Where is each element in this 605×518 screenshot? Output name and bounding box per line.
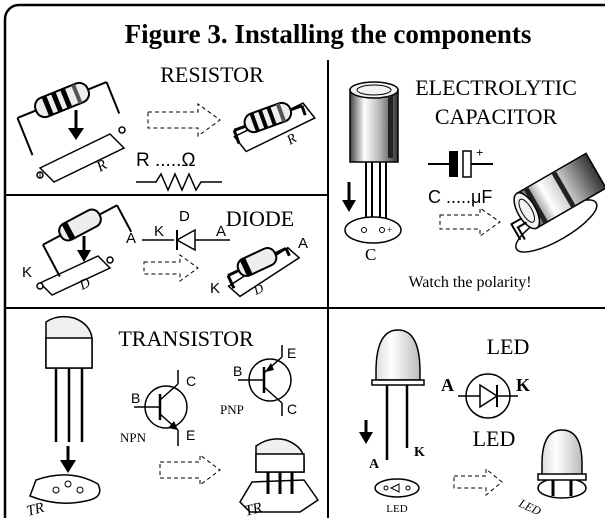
diode-pcb-mark: D [76,276,92,294]
transistor-pcb-mark: TR [25,500,46,518]
capacitor-value-label: C .....μF [428,187,492,207]
led-pcb-mark: LED [386,503,407,515]
capacitor-heading-line1: ELECTROLYTIC [415,75,577,100]
capacitor-down-arrow [342,200,356,212]
npn-symbol [134,370,188,446]
led-mounted-mark: LED [516,496,544,518]
npn-c-label: C [186,373,196,389]
diode-lead-k: K [22,264,32,281]
diode-mounted-k: K [210,280,220,297]
led-heading: LED [487,334,530,359]
resistor-pcb-mark: R [93,157,110,176]
npn-e-label: E [186,427,195,443]
led-symbol-a: A [441,375,454,395]
led-down-arrow [359,432,373,444]
transistor-heading: TRANSISTOR [118,326,254,351]
resistor-heading: RESISTOR [160,62,264,87]
svg-text:+: + [476,145,483,160]
diode-section: DIODE A K D K D A [22,204,308,298]
diode-symbol-a: A [216,223,226,240]
resistor-dashed-arrow [147,103,221,137]
transistor-footprint [29,474,101,504]
diode-down-arrow [77,250,91,262]
led-lead-a: A [369,457,380,472]
resistor-mounted-mark: R [284,131,300,149]
pnp-symbol [238,345,292,416]
resistor-footprint [38,133,126,183]
resistor-section: RESISTOR R [16,62,316,192]
transistor-section: TRANSISTOR TR B C E NPN [25,315,320,518]
capacitor-section: ELECTROLYTIC CAPACITOR + C + C .....μF [342,75,605,291]
resistor-value-label: R .....Ω [136,150,196,171]
pnp-b-label: B [233,363,242,379]
diode-dashed-arrow [143,254,199,282]
diode-heading: DIODE [226,206,294,231]
diode-symbol [142,228,230,252]
diode-symbol-d: D [179,208,190,225]
resistor-mounted [232,101,316,153]
led-heading-2: LED [473,426,516,451]
figure-title: Figure 3. Installing the components [125,19,532,49]
transistor-mounted [239,438,320,513]
transistor-component [45,315,93,442]
capacitor-heading-line2: CAPACITOR [435,104,558,129]
led-section: LED LED A K LED A K [359,329,587,518]
diode-mounted-a: A [298,235,308,252]
diode-footprint [38,255,112,296]
led-mounted [537,429,587,499]
pnp-label: PNP [220,402,244,417]
capacitor-component [349,81,399,218]
led-footprint [374,478,420,498]
capacitor-note: Watch the polarity! [408,274,531,291]
diode-symbol-k: K [154,223,164,240]
led-symbol-k: K [516,375,530,395]
resistor-component [16,81,121,156]
pnp-c-label: C [287,401,297,417]
capacitor-pcb-mark: C [365,245,376,264]
capacitor-symbol: + [428,145,493,178]
capacitor-plus-sign: + [387,225,392,235]
capacitor-footprint [344,216,402,244]
led-component [371,329,425,460]
led-lead-k: K [414,445,425,460]
resistor-symbol [136,172,222,192]
resistor-down-arrow [68,128,84,140]
capacitor-mounted [510,152,605,253]
diode-mounted [226,246,301,298]
led-dashed-arrow [453,467,503,497]
led-symbol [458,373,518,419]
diode-component [42,204,133,277]
transistor-mounted-mark: TR [243,500,264,518]
diode-lead-a: A [126,230,136,247]
transistor-down-arrow [60,460,76,473]
transistor-dashed-arrow [159,454,221,486]
npn-label: NPN [120,430,147,445]
outer-border [3,3,605,518]
diode-mounted-mark: D [250,280,266,298]
pnp-e-label: E [287,345,296,361]
capacitor-dashed-arrow [439,207,501,237]
npn-b-label: B [131,390,140,406]
